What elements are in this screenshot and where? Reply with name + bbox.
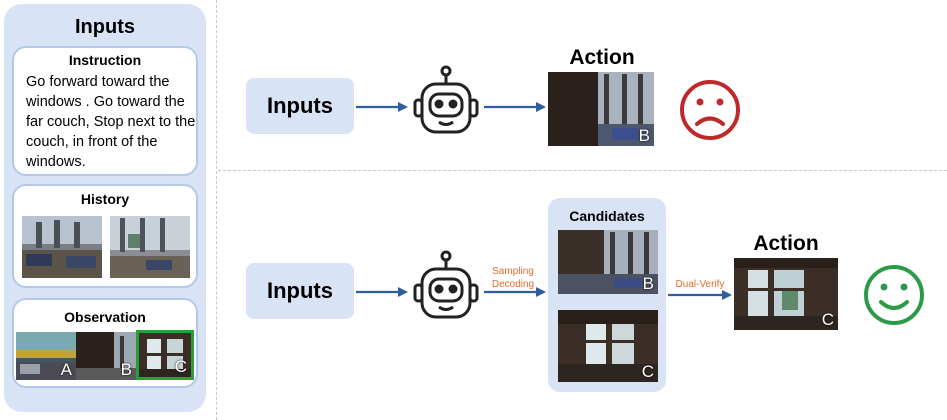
sampling-decoding-label: Sampling Decoding <box>491 266 535 290</box>
candidates-title: Candidates <box>569 208 645 224</box>
top-action-label: B <box>638 126 650 145</box>
history-image-1 <box>22 216 102 278</box>
candidate-image-b: B <box>558 230 658 294</box>
observation-title: Observation <box>64 309 146 325</box>
bottom-action-title: Action <box>753 232 819 255</box>
bottom-inputs-box: Inputs <box>246 263 354 319</box>
vertical-divider <box>216 0 217 420</box>
observation-image-a: A <box>16 332 76 380</box>
history-title: History <box>80 191 130 207</box>
bottom-action-label: C <box>821 310 834 329</box>
top-action-image: B <box>548 72 654 146</box>
instruction-card: Instruction Go forward toward the window… <box>12 46 198 176</box>
robot-icon <box>413 65 479 134</box>
top-inputs-box: Inputs <box>246 78 354 134</box>
candidate-label-b: B <box>642 274 654 293</box>
observation-label-c: C <box>174 357 187 376</box>
top-action-title: Action <box>569 46 635 69</box>
history-card: History <box>12 184 198 288</box>
instruction-text: Go forward toward the windows . Go towar… <box>26 74 196 170</box>
horizontal-divider <box>218 170 947 171</box>
observation-label-b: B <box>120 360 132 379</box>
dual-verify-label: Dual-Verify <box>675 279 725 290</box>
instruction-title: Instruction <box>68 52 142 68</box>
observation-image-b: B <box>76 332 136 380</box>
history-image-2 <box>110 216 190 278</box>
observation-image-c: C <box>136 330 194 380</box>
robot-icon <box>413 250 479 319</box>
inputs-panel-title: Inputs <box>75 16 135 38</box>
observation-card: Observation A B <box>12 298 198 388</box>
sad-face-icon <box>680 80 740 140</box>
candidate-label-c: C <box>641 362 654 381</box>
candidate-image-c: C <box>558 310 658 382</box>
candidates-panel: Candidates B C <box>548 198 666 392</box>
bottom-action-image: C <box>734 258 838 330</box>
inputs-panel: Inputs Instruction Go forward toward the… <box>4 4 206 412</box>
observation-label-a: A <box>60 360 72 379</box>
happy-face-icon <box>864 265 924 325</box>
